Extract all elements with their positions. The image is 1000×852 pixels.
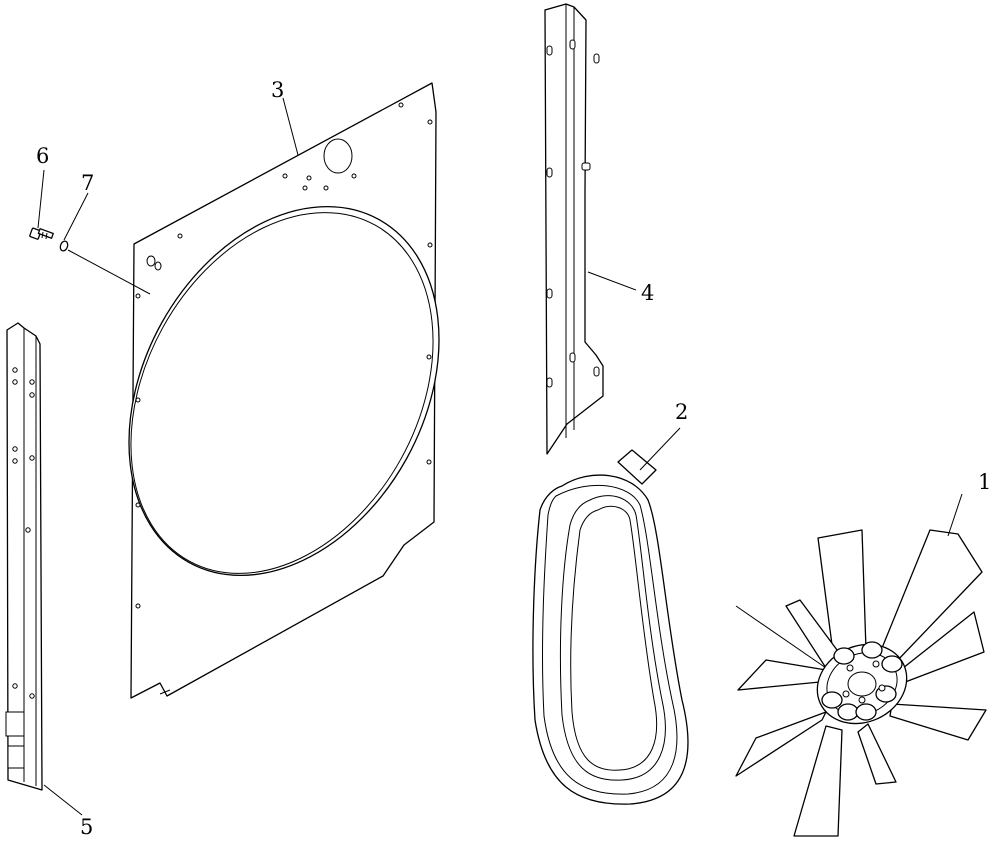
part-7-washer	[59, 240, 69, 252]
callout-7: 7	[81, 171, 94, 195]
callout-1: 1	[978, 470, 991, 494]
leader-lines	[37, 97, 963, 816]
shroud-mounting-holes	[135, 102, 433, 609]
part-2-v-belt	[532, 449, 689, 805]
callout-6: 6	[36, 144, 49, 168]
part-6-bolt	[29, 227, 54, 240]
part-4-mounting-bracket	[544, 3, 604, 455]
callout-5: 5	[80, 815, 93, 839]
belt-section-tag	[617, 449, 657, 485]
fan-hub	[816, 641, 908, 725]
callout-4: 4	[641, 281, 654, 305]
part-5-side-bracket	[5, 322, 43, 791]
callout-3: 3	[271, 78, 284, 102]
callout-2: 2	[675, 400, 688, 424]
part-3-fan-shroud	[128, 82, 440, 699]
bracket-4-slots	[546, 39, 600, 388]
fastener-axis-line	[67, 249, 151, 295]
part-1-cooling-fan	[735, 529, 987, 837]
bracket-5-holes	[12, 367, 35, 699]
